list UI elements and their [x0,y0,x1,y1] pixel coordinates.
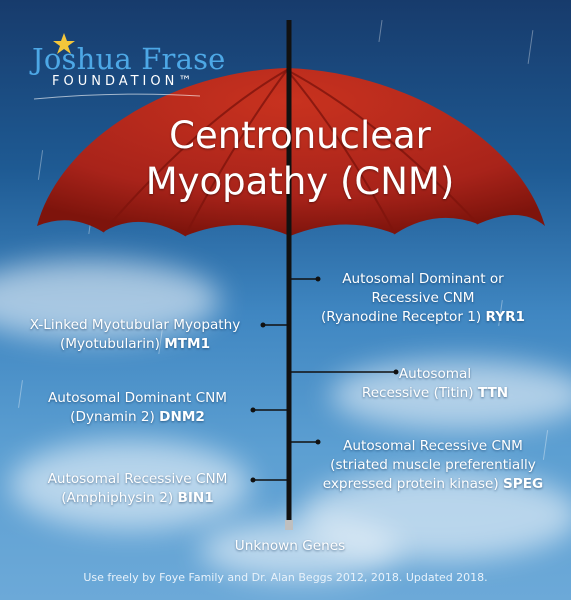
umbrella-rib [286,69,396,235]
unknown-genes-label: Unknown Genes [234,538,346,554]
cloud [10,440,250,530]
gene-symbol-ttn: TTN [477,385,509,401]
page-title-line2: Myopathy (CNM) [145,160,455,203]
gene-label-ttn: Autosomal Recessive (Titin) TTN [361,366,509,401]
umbrella-tip [285,520,293,530]
umbrella-rib [102,69,288,233]
gene-symbol-dnm2: DNM2 [159,409,205,425]
logo-star-icon [53,33,75,54]
gene-label-speg: Autosomal Recessive CNM (striated muscle… [322,438,544,492]
gene-symbol-ryr1: RYR1 [485,309,526,325]
gene-symbol-speg: SPEG [503,476,544,492]
gene-label-dnm2: Autosomal Dominant CNM (Dynamin 2) DNM2 [47,390,228,425]
gene-label-mtm1: X-Linked Myotubular Myopathy (Myotubular… [29,317,241,352]
logo-swoosh [33,93,201,100]
umbrella-rib [184,69,288,237]
logo-subtitle: FOUNDATION™ [52,74,196,89]
joshua-frase-logo: Joshua Frase FOUNDATION™ [32,44,226,89]
cloud [0,260,220,340]
page-title-line1: Centronuclear [169,114,431,157]
gene-label-ryr1: Autosomal Dominant or Recessive CNM (Rya… [320,271,526,325]
footer-credit: Use freely by Foye Family and Dr. Alan B… [83,571,488,584]
gene-symbol-mtm1: MTM1 [164,336,211,352]
cloud [200,520,400,580]
gene-symbol-bin1: BIN1 [177,490,214,506]
gene-label-bin1: Autosomal Recessive CNM (Amphiphysin 2) … [47,471,228,506]
umbrella-rib [286,69,479,225]
logo-name: Joshua Frase [32,42,226,76]
